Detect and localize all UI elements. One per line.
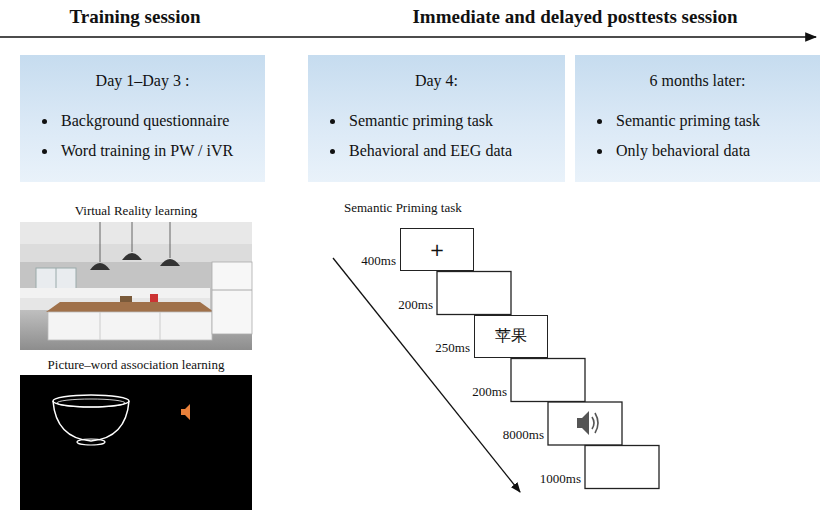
session-heading: Day 4: <box>320 71 553 91</box>
bullet-row: Semantic priming task <box>330 111 553 131</box>
bullet-text: Word training in PW / iVR <box>61 141 233 161</box>
label-holder: Immediate and delayed posttests session <box>335 6 815 29</box>
label-holder: 8000ms <box>476 427 544 443</box>
bullet-dot <box>42 119 47 124</box>
time-arrow-line <box>333 258 520 492</box>
vr-kitchen-image-part <box>90 263 110 270</box>
vr-kitchen-image-part <box>120 296 132 302</box>
label-holder: Picture–word association learning <box>10 357 262 373</box>
picture-word-image-part <box>53 401 129 441</box>
section-header: Immediate and delayed posttests session <box>335 6 815 29</box>
screen-frame <box>548 402 622 445</box>
vr-kitchen-image-part <box>122 253 142 260</box>
picture-word-image-part <box>57 399 125 407</box>
blank-screen-frames <box>437 272 659 489</box>
vr-kitchen-image-part <box>160 259 180 266</box>
screen-frame <box>511 359 585 402</box>
duration-label: 200ms <box>365 297 433 313</box>
vr-kitchen-image-part <box>100 222 101 262</box>
picture-word-image <box>20 375 252 510</box>
duration-label: 400ms <box>328 253 396 269</box>
image-caption: Picture–word association learning <box>10 357 262 373</box>
session-panel: Day 4: Semantic priming taskBehavioral an… <box>308 55 565 182</box>
picture-word-image-part <box>77 439 105 445</box>
vr-kitchen-image-part <box>212 290 252 291</box>
vr-kitchen-image-part <box>20 222 252 350</box>
label-holder: Training session <box>30 6 240 29</box>
vr-kitchen-image-part <box>160 312 161 340</box>
bullet-dot <box>42 149 47 154</box>
label-holder: 1000ms <box>513 471 581 487</box>
vr-kitchen-image-part <box>20 222 252 244</box>
bullet-dot <box>330 149 335 154</box>
image-caption: Virtual Reality learning <box>20 203 252 219</box>
label-holder: 250ms <box>402 340 470 356</box>
bullet-row: Only behavioral data <box>597 141 808 161</box>
duration-label: 250ms <box>402 340 470 356</box>
bullet-row: Word training in PW / iVR <box>42 141 253 161</box>
time-axis-arrow <box>333 258 520 492</box>
label-holder: 200ms <box>439 384 507 400</box>
timeline-arrow <box>0 37 816 38</box>
picture-word-image-part <box>53 395 129 407</box>
session-panel: 6 months later: Semantic priming taskOnly… <box>575 55 820 182</box>
vr-kitchen-image-part <box>132 222 133 252</box>
vr-kitchen-image-part <box>20 244 252 262</box>
screen-frame <box>585 446 659 489</box>
label-holder: 400ms <box>328 253 396 269</box>
vr-kitchen-image-part <box>48 312 212 340</box>
vr-kitchen-image-part <box>170 222 171 258</box>
speaker-icon <box>577 411 598 435</box>
bullet-text: Only behavioral data <box>616 141 750 161</box>
bullet-text: Semantic priming task <box>616 111 760 131</box>
vr-kitchen-image-part <box>100 312 101 340</box>
bullet-text: Background questionnaire <box>61 111 229 131</box>
session-panel: Day 1–Day 3 : Background questionnaireWor… <box>20 55 265 182</box>
bullet-dot <box>330 119 335 124</box>
vr-kitchen-image-part <box>150 294 158 302</box>
speaker-icon-part <box>592 417 594 429</box>
speaker-icon-part <box>595 413 598 433</box>
duration-label: 8000ms <box>476 427 544 443</box>
picture-word-image-part <box>181 404 190 420</box>
duration-label: 1000ms <box>513 471 581 487</box>
label-holder: 200ms <box>365 297 433 313</box>
bullet-text: Semantic priming task <box>349 111 493 131</box>
bullet-text: Behavioral and EEG data <box>349 141 512 161</box>
stimulus-text: + <box>429 239 444 260</box>
speaker-icon-part <box>577 411 589 435</box>
bullet-dot <box>597 119 602 124</box>
label-holder: Semantic Priming task <box>344 200 564 216</box>
task-caption: Semantic Priming task <box>344 200 564 216</box>
stimulus-text: 苹果 <box>495 326 527 347</box>
label-holder: Virtual Reality learning <box>20 203 252 219</box>
vr-kitchen-image-part <box>20 288 210 298</box>
vr-kitchen-image <box>20 222 252 350</box>
bullet-row: Semantic priming task <box>597 111 808 131</box>
bullet-dot <box>597 149 602 154</box>
session-heading: Day 1–Day 3 : <box>32 71 253 91</box>
picture-word-image-part <box>20 375 252 510</box>
vr-kitchen-image-part <box>46 302 214 312</box>
prime-word-frame: 苹果 <box>474 315 548 358</box>
timeline-arrow-part <box>0 36 816 38</box>
section-header: Training session <box>30 6 240 29</box>
session-heading: 6 months later: <box>587 71 808 91</box>
duration-label: 200ms <box>439 384 507 400</box>
bullet-row: Behavioral and EEG data <box>330 141 553 161</box>
bullet-row: Background questionnaire <box>42 111 253 131</box>
screen-frame <box>437 272 511 315</box>
fixation-frame: + <box>400 228 474 271</box>
vr-kitchen-image-part <box>212 262 252 334</box>
